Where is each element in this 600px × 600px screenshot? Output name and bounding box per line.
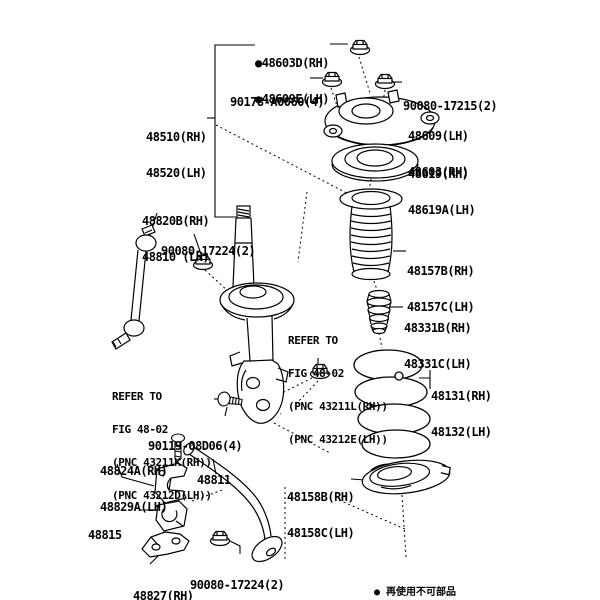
part-number: 48132(LH) (431, 425, 492, 439)
part-number: 90080-17215(2) (403, 99, 498, 113)
part-number: 48810 (LH) (142, 250, 210, 264)
part-label-48609-48603[interactable]: 48609(LH) 48603(RH) (408, 106, 469, 202)
part-number: 48811 (197, 473, 231, 487)
part-label-48510-48520[interactable]: 48510(RH) 48520(LH) (146, 107, 207, 203)
refer-note-left: REFER TO FIG 48-02 (PNC 43211K(RH)) (PNC… (112, 369, 212, 523)
part-number: ●48603D(RH) (255, 56, 329, 70)
part-label-48157[interactable]: 48157B(RH) 48157C(LH) (407, 241, 475, 337)
part-number: 90119-08D06(4) (148, 439, 243, 453)
stabilizer-bar-drawing (183, 442, 283, 563)
note-line: REFER TO (112, 390, 162, 403)
note-line: REFER TO (288, 334, 338, 347)
bearing-drawing (331, 143, 419, 182)
part-number: 48331B(RH) (404, 321, 472, 335)
part-label-48815[interactable]: 48815 (88, 505, 122, 565)
part-number: 48619A(LH) (408, 203, 476, 217)
coil-spring-drawing (353, 349, 431, 459)
part-number: 48157B(RH) (407, 264, 475, 278)
suspension-support-drawing (323, 89, 440, 147)
part-label-48827-48828[interactable]: 48827(RH) 48828(LH) (133, 566, 194, 600)
part-number: 90178-A0060(4) (230, 95, 325, 109)
bolt-icon (217, 391, 243, 407)
part-number: 90080-17224(2) (190, 578, 285, 592)
part-label-48824a-48829a[interactable]: 48824A(RH) 48829A(LH) (100, 441, 168, 537)
note-line: FIG 48-02 (288, 367, 345, 380)
part-label-48131-48132[interactable]: 48131(RH) 48132(LH) (431, 366, 492, 462)
drawing-code: 4B3926E (467, 585, 509, 600)
dust-cover-drawing (339, 188, 403, 281)
note-line: (PNC 43212D(LH)) (112, 489, 212, 502)
part-number: 48829A(LH) (100, 500, 168, 514)
part-label-90178-a0060[interactable]: 90178-A0060(4) (230, 72, 325, 132)
note-line: (PNC 43211K(RH)) (112, 456, 212, 469)
part-number: 48510(RH) (146, 130, 207, 144)
bolt-icon (170, 433, 186, 461)
part-number: 48157C(LH) (407, 300, 475, 314)
leader-lines (116, 43, 431, 565)
part-number: 48824A(RH) (100, 464, 168, 478)
non-reusable-legend: ● 再使用不可部品 ● Non reusable part (374, 565, 488, 600)
stabilizer-link-drawing (111, 224, 157, 350)
part-number: 90080-17224(2) (161, 244, 256, 258)
part-number: 48827(RH) (133, 589, 194, 600)
part-label-90119-08d06[interactable]: 90119-08D06(4) (148, 416, 243, 476)
part-number: ●48609E(LH) (255, 92, 329, 106)
part-number: 48520(LH) (146, 166, 207, 180)
stabilizer-bracket-drawing (154, 462, 188, 504)
part-label-48811[interactable]: 48811 (197, 450, 231, 510)
spring-bumper-drawing (366, 289, 392, 335)
part-label-90080-17224-lower[interactable]: 90080-17224(2) (190, 555, 285, 600)
note-line: (PNC 43212E(LH)) (288, 433, 388, 446)
part-number: 48158C(LH) (287, 526, 355, 540)
part-number: 48131(RH) (431, 389, 492, 403)
part-label-48158[interactable]: 48158B(RH) 48158C(LH) (287, 467, 355, 563)
part-label-48820b-48810[interactable]: 48820B(RH) 48810 (LH) (142, 191, 210, 287)
spring-lower-insulator-drawing (361, 459, 451, 495)
part-number: 48820B(RH) (142, 214, 210, 228)
nut-icon (209, 530, 231, 547)
note-line: FIG 48-02 (112, 423, 169, 436)
part-number: 48815 (88, 528, 122, 542)
refer-note-right: REFER TO FIG 48-02 (PNC 43211L(RH)) (PNC… (288, 313, 388, 467)
part-number: 48609(LH) (408, 129, 469, 143)
stabilizer-bracket-lower-drawing (141, 531, 190, 558)
legend-line-jp: ● 再使用不可部品 (374, 587, 457, 598)
part-number: 48331C(LH) (404, 357, 472, 371)
part-number: 48619(RH) (408, 167, 469, 181)
note-line: (PNC 43211L(RH)) (288, 400, 388, 413)
part-label-90080-17224-upper[interactable]: 90080-17224(2) (161, 221, 256, 281)
part-label-48331[interactable]: 48331B(RH) 48331C(LH) (404, 298, 472, 394)
part-label-90080-17215[interactable]: 90080-17215(2) (403, 76, 498, 136)
part-label-48603d-48609e[interactable]: ●48603D(RH) ●48609E(LH) (255, 33, 329, 129)
part-number: 48158B(RH) (287, 490, 355, 504)
stabilizer-bushing-drawing (155, 500, 188, 532)
nut-icon (374, 73, 396, 90)
shock-absorber-drawing (219, 205, 295, 424)
nut-icon (349, 39, 371, 56)
part-label-48619[interactable]: 48619(RH) 48619A(LH) (408, 144, 476, 240)
part-number: 48603(RH) (408, 165, 469, 179)
